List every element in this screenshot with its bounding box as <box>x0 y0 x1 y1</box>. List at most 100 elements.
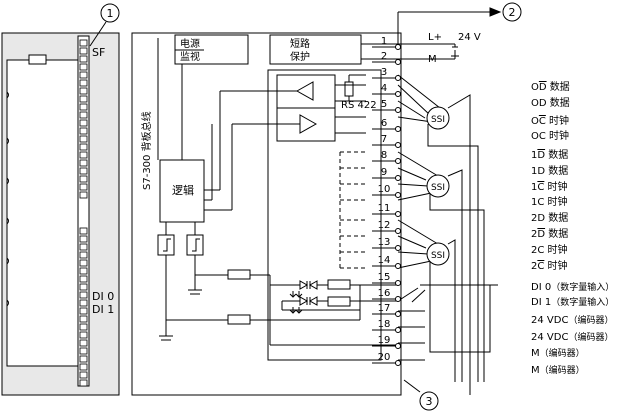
strip-terminal <box>79 299 88 307</box>
strip-terminal <box>79 55 88 63</box>
terminal-number: 15 <box>378 272 391 283</box>
terminal-number: 18 <box>378 319 391 330</box>
ssi-encoder-0 <box>426 106 450 130</box>
callout-2 <box>502 2 522 22</box>
terminal-17 <box>395 311 401 317</box>
legend-item: OC 时钟 <box>531 114 569 127</box>
strip-terminal <box>79 79 88 87</box>
strip-terminal <box>79 251 88 259</box>
terminal-18 <box>395 327 401 333</box>
callout-3 <box>419 391 439 411</box>
legend-item: 2C 时钟 <box>531 259 568 272</box>
m-label: M <box>428 54 437 65</box>
legend-item: 2D 数据 <box>531 211 568 224</box>
strip-terminal <box>79 71 88 79</box>
legend-item: 1C 时钟 <box>531 195 568 208</box>
terminal-5 <box>395 107 401 113</box>
strip-terminal <box>79 167 88 175</box>
lplus-label: L+ <box>428 32 442 43</box>
strip-terminal <box>79 227 88 235</box>
strip-terminal <box>79 47 88 55</box>
strip-terminal <box>79 175 88 183</box>
terminal-number: 7 <box>381 134 387 145</box>
legend-item: 2D 数据 <box>531 227 568 240</box>
schematic <box>131 7 502 396</box>
strip-terminal <box>79 111 88 119</box>
strip-terminal <box>79 151 88 159</box>
strip-terminal <box>79 291 88 299</box>
terminal-number: 12 <box>378 220 391 231</box>
strip-terminal <box>79 119 88 127</box>
power-monitor-label: 电源 监视 <box>180 37 203 63</box>
rs422-label: RS 422 <box>341 100 377 111</box>
terminal-2 <box>395 59 401 65</box>
strip-terminal <box>79 183 88 191</box>
terminal-4 <box>395 91 401 97</box>
terminal-number: 20 <box>378 352 391 363</box>
terminal-9 <box>395 175 401 181</box>
logic-label: 逻辑 <box>172 183 194 197</box>
terminal-number: 19 <box>378 335 391 346</box>
terminal-7 <box>395 142 401 148</box>
strip-terminal <box>79 87 88 95</box>
strip-terminal <box>79 307 88 315</box>
ssi-encoder-1 <box>426 174 450 198</box>
strip-terminal <box>79 315 88 323</box>
strip-terminal <box>79 159 88 167</box>
strip-terminal <box>79 95 88 103</box>
terminal-11 <box>395 211 401 217</box>
legend-item: OC 时钟 <box>531 129 569 142</box>
terminal-20 <box>395 360 401 366</box>
terminal-16 <box>395 296 401 302</box>
legend-item: 1D 数据 <box>531 148 568 161</box>
legend-item: 2C 时钟 <box>531 243 568 256</box>
module-front-view <box>1 32 120 396</box>
ssi-encoders <box>426 106 450 266</box>
strip-terminal <box>79 379 88 387</box>
terminal-10 <box>395 192 401 198</box>
strip-terminal <box>79 355 88 363</box>
terminal-number: 14 <box>378 255 391 266</box>
strip-terminal <box>79 363 88 371</box>
terminal-number: 5 <box>381 99 387 110</box>
ssi-encoder-2 <box>426 242 450 266</box>
v24-label: 24 V <box>458 32 481 43</box>
strip-terminal <box>79 259 88 267</box>
legend-item: OD 数据 <box>531 80 570 93</box>
terminal-number: 13 <box>378 237 391 248</box>
terminal-15 <box>395 280 401 286</box>
strip-terminal <box>79 323 88 331</box>
terminal-number: 1 <box>381 36 387 47</box>
strip-terminal <box>79 275 88 283</box>
short-protection-label: 短路 保护 <box>290 37 313 63</box>
strip-terminal <box>79 63 88 71</box>
legend-item: 1D 数据 <box>531 164 568 177</box>
terminal-number: 11 <box>378 203 391 214</box>
strip-terminal <box>79 143 88 151</box>
strip-terminal <box>79 267 88 275</box>
legend-item: 24 VDC（编码器） <box>531 314 613 326</box>
terminal-12 <box>395 228 401 234</box>
legend-item: OD 数据 <box>531 96 570 109</box>
terminal-13 <box>395 245 401 251</box>
legend-item: DI 1（数字量输入） <box>531 296 614 308</box>
terminal-number: 3 <box>381 67 387 78</box>
terminal-number: 8 <box>381 150 387 161</box>
callout-3-label: 3 <box>426 395 433 408</box>
terminal-number: 4 <box>381 83 387 94</box>
terminal-8 <box>395 158 401 164</box>
strip-terminal <box>79 371 88 379</box>
strip-terminal <box>79 39 88 47</box>
strip-terminal <box>79 127 88 135</box>
backplane-bus-label: S7-300 背板总线 <box>140 111 153 190</box>
terminal-3 <box>395 75 401 81</box>
terminal-19 <box>395 343 401 349</box>
terminal-1 <box>395 44 401 50</box>
ssi-label-2: SSI <box>431 251 445 261</box>
strip-terminal <box>79 235 88 243</box>
legend-item: M（编码器） <box>531 347 585 359</box>
strip-terminal <box>79 243 88 251</box>
callout-1 <box>89 3 120 47</box>
